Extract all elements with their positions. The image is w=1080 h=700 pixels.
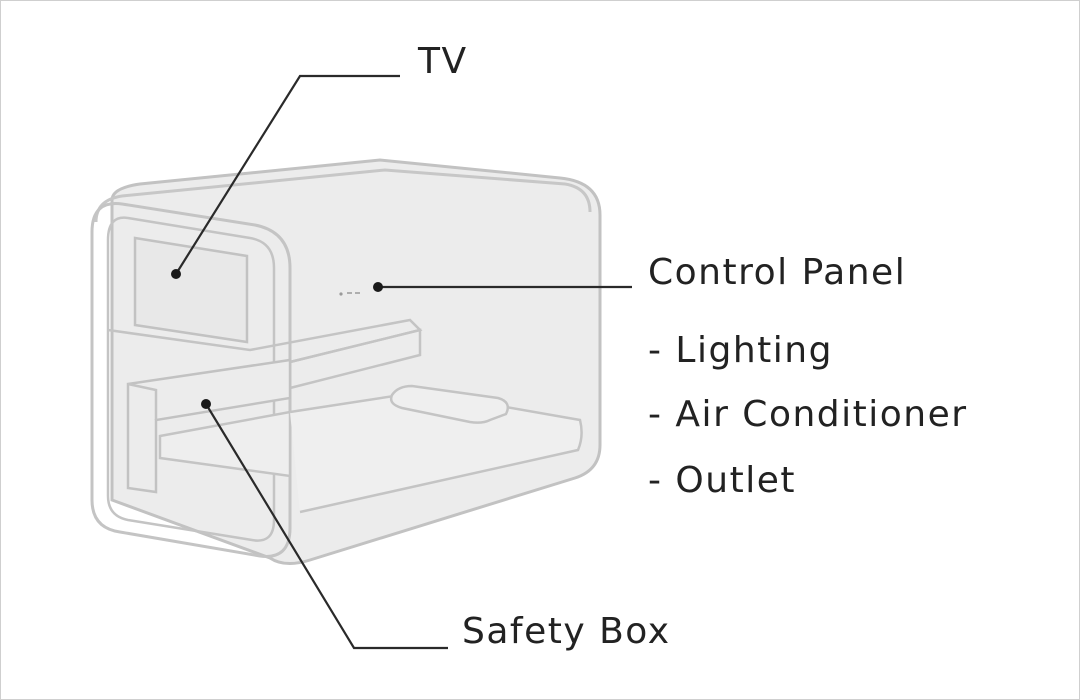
capsule-front-frame-outer [90, 202, 292, 558]
safety-box-label: Safety Box [462, 611, 671, 652]
tv-screen [133, 236, 249, 344]
safety-box-anchor-dot [201, 399, 211, 409]
control-panel-indicators [339, 292, 360, 296]
feature-air-conditioner: - Air Conditioner [648, 394, 968, 435]
bed-side-block-edge [127, 382, 158, 420]
headboard-shelf-front [289, 328, 422, 390]
feature-outlet: - Outlet [648, 460, 796, 501]
capsule-front-frame-inner [106, 216, 276, 542]
tv-anchor-dot [171, 269, 181, 279]
control-panel-label: Control Panel [648, 252, 907, 293]
tv-leader-line [175, 74, 400, 275]
feature-lighting: - Lighting [648, 330, 833, 371]
control-panel-anchor-dot [373, 282, 383, 292]
safety-box-leader-line [205, 403, 448, 650]
mattress-surface [289, 390, 583, 514]
capsule-back-shell [110, 158, 602, 565]
pillow [389, 384, 509, 424]
tv-label: TV [418, 41, 468, 82]
mattress [158, 410, 292, 478]
